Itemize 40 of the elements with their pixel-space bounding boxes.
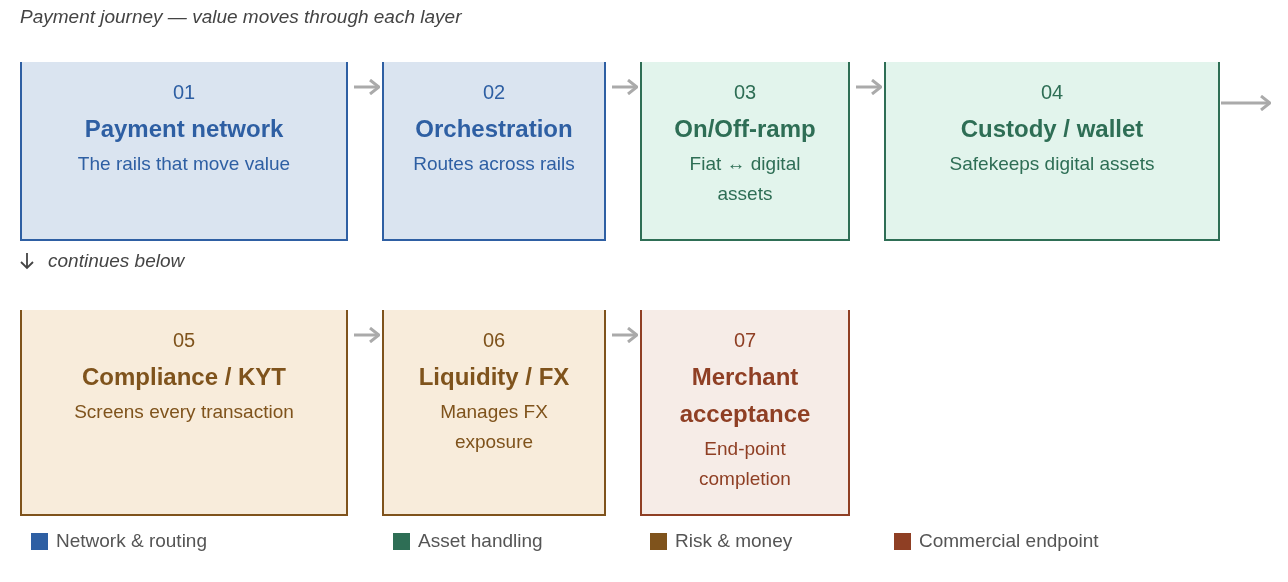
step-box bbox=[640, 310, 850, 516]
step-description: The rails that move value bbox=[77, 152, 291, 176]
step-title: On/Off-ramp bbox=[674, 114, 816, 144]
arrow bbox=[856, 78, 883, 96]
step-description: Fiat ↔ digital assets bbox=[688, 152, 802, 206]
step-number: 07 bbox=[733, 328, 757, 352]
step-number: 04 bbox=[1040, 80, 1064, 104]
step-box bbox=[20, 310, 348, 516]
step-description: Routes across rails bbox=[413, 152, 575, 176]
step-title: Merchant acceptance bbox=[678, 362, 812, 429]
step-title: Custody / wallet bbox=[960, 114, 1144, 144]
legend-label: Commercial endpoint bbox=[919, 530, 1099, 552]
legend-label: Asset handling bbox=[418, 530, 543, 552]
diagram-title: Payment journey — value moves through each layer bbox=[20, 6, 462, 28]
step-description: End-point completion bbox=[698, 437, 792, 491]
arrow bbox=[354, 326, 381, 344]
legend-label: Network & routing bbox=[56, 530, 207, 552]
arrow bbox=[354, 78, 381, 96]
step-number: 02 bbox=[482, 80, 506, 104]
legend-label: Risk & money bbox=[675, 530, 793, 552]
step-title: Compliance / KYT bbox=[81, 362, 286, 392]
step-number: 05 bbox=[172, 328, 196, 352]
step-box bbox=[382, 310, 606, 516]
arrow bbox=[612, 78, 639, 96]
step-number: 01 bbox=[172, 80, 196, 104]
arrow bbox=[612, 326, 639, 344]
step-box bbox=[382, 62, 606, 241]
step-description: Safekeeps digital assets bbox=[949, 152, 1155, 176]
step-title: Orchestration bbox=[415, 114, 573, 144]
step-title: Payment network bbox=[84, 114, 284, 144]
arrow bbox=[1221, 94, 1272, 112]
step-title: Liquidity / FX bbox=[418, 362, 570, 392]
step-description: Screens every transaction bbox=[74, 400, 294, 424]
step-number: 03 bbox=[733, 80, 757, 104]
step-box bbox=[640, 62, 850, 241]
note-text: continues below bbox=[48, 250, 185, 272]
step-description: Manages FX exposure bbox=[439, 400, 549, 454]
step-box bbox=[884, 62, 1220, 241]
step-number: 06 bbox=[482, 328, 506, 352]
step-box bbox=[20, 62, 348, 241]
